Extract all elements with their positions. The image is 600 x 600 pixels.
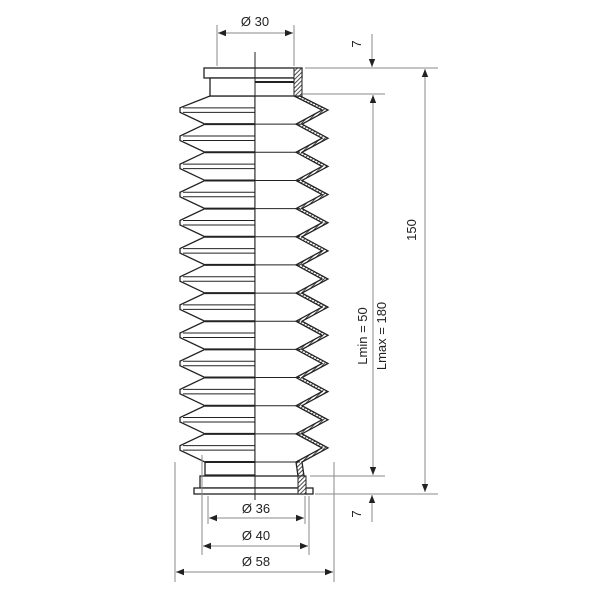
label-bottom-neck-diameter: Ø 40 [242,528,270,543]
bellows-wall-section [293,77,330,489]
label-total-length: 150 [404,219,419,241]
bellows-body [179,67,330,495]
bellows-left-view [179,95,256,476]
bottom-neck [199,475,306,489]
top-flange [203,67,303,79]
label-bottom-inner-diameter: Ø 36 [242,501,270,516]
bottom-flange [193,487,314,495]
label-top-collar: 7 [349,40,364,47]
bellows-inner [255,78,294,476]
label-outer-diameter: Ø 58 [242,554,270,569]
label-lmax: Lmax = 180 [374,302,389,370]
label-lmin: Lmin = 50 [355,307,370,364]
label-bottom-collar: 7 [349,510,364,517]
label-top-diameter: Ø 30 [241,14,269,29]
top-collar-section [293,67,303,97]
bottom-collar-section [297,475,307,495]
